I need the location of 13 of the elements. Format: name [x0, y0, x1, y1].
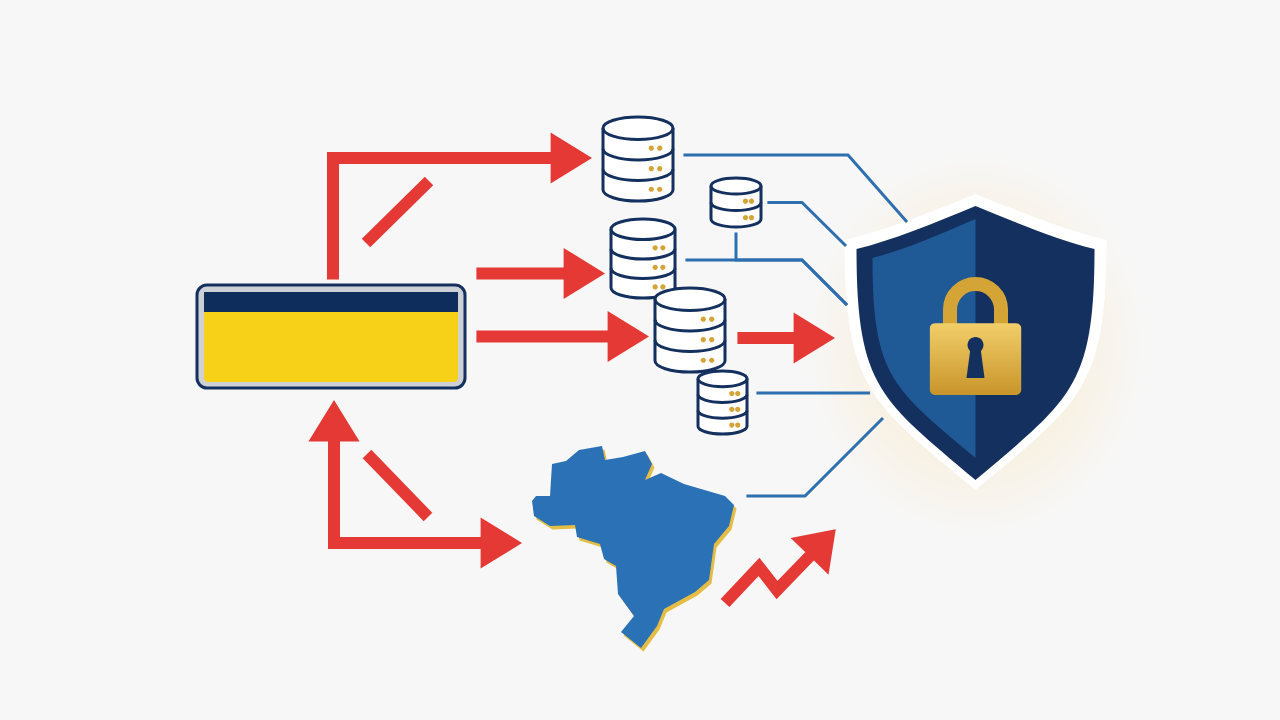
- database-cylinder: [609, 217, 677, 300]
- connector-line: [683, 153, 909, 223]
- map: [532, 446, 737, 652]
- database-cylinder: [601, 115, 675, 203]
- connector-line: [746, 416, 885, 498]
- database-cylinder: [709, 176, 763, 229]
- connector-line: [734, 232, 849, 307]
- database-cylinder: [653, 286, 727, 374]
- database-cylinder: [696, 369, 749, 436]
- connector-line: [767, 201, 848, 248]
- connector-line: [756, 391, 870, 395]
- license-plate: [195, 283, 467, 390]
- shield-with-padlock: [844, 194, 1107, 490]
